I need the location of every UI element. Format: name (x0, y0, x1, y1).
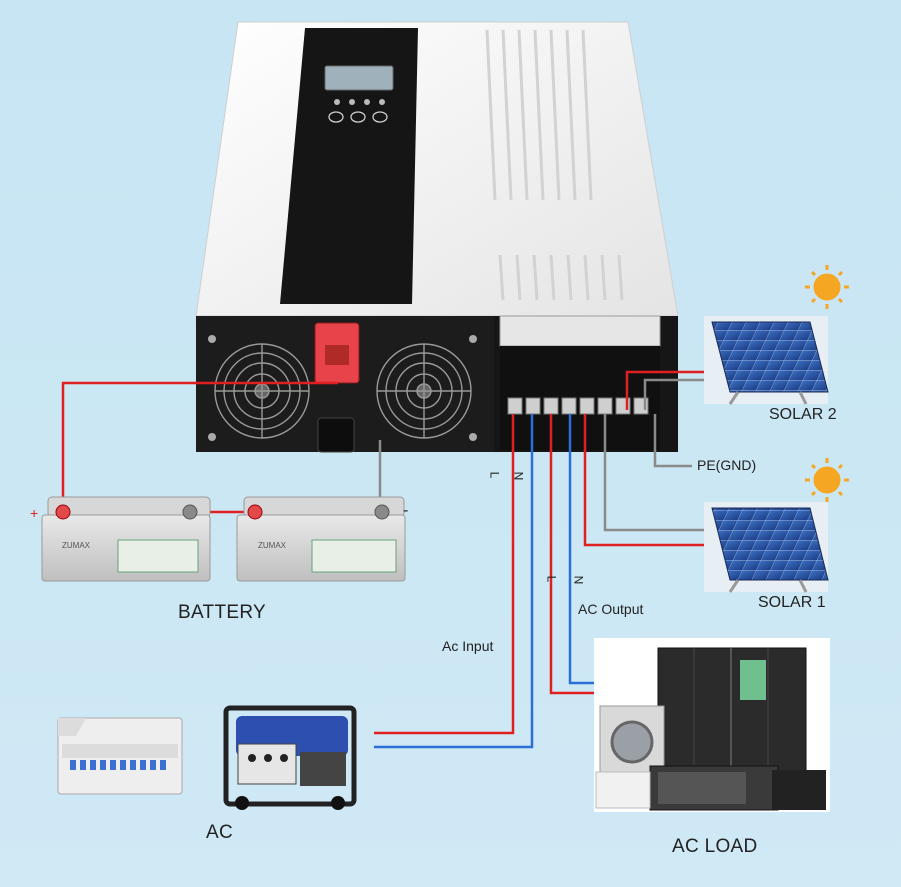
control-buttons (328, 111, 388, 123)
solar2-label: SOLAR 2 (769, 406, 837, 423)
ac-output-N-label: N (571, 575, 586, 585)
solar-panel-1 (704, 502, 829, 593)
battery-minus-label: - (403, 502, 409, 519)
battery-negative-terminal (317, 417, 355, 453)
solar-panel-icon (704, 316, 829, 593)
ac-output-L-label: L (544, 575, 559, 583)
ac-input-N-label: N (511, 471, 526, 481)
battery-right (236, 496, 406, 582)
solar-panel-2 (704, 316, 829, 405)
appliances-icon (594, 638, 830, 812)
wires (61, 370, 720, 749)
ac-label: AC (206, 822, 233, 843)
breaker-box-icon (57, 717, 183, 795)
wire-solar1-positive (583, 414, 720, 547)
battery-label: BATTERY (178, 602, 266, 623)
terminal-block (499, 315, 661, 347)
terminal-screws (507, 397, 649, 415)
ac-input-label: Ac Input (442, 638, 494, 654)
wire-ac-output-N (568, 414, 597, 685)
inverter-display-panel (280, 28, 418, 304)
battery-icon (41, 496, 406, 582)
ac-output-label: AC Output (578, 601, 644, 617)
ac-load-label: AC LOAD (672, 836, 758, 857)
solar1-label: SOLAR 1 (758, 594, 826, 611)
sun-solar-2 (805, 265, 849, 309)
fan-right (376, 343, 472, 439)
lcd-screen (324, 65, 394, 91)
battery-left (41, 496, 211, 582)
wire-solar2-positive (625, 370, 720, 410)
vent-slots (485, 29, 624, 301)
inverter-icon (195, 21, 679, 453)
battery-brand-left: ZUMAX (62, 541, 90, 550)
battery-plus-label: + (30, 505, 39, 521)
generator-icon (223, 705, 357, 810)
wire-ac-output-L (549, 414, 597, 695)
battery-brand-right: ZUMAX (258, 541, 286, 550)
pe-gnd-label: PE(GND) (697, 457, 757, 473)
inverter-top (195, 21, 679, 317)
sun-icon (805, 265, 849, 502)
fan-left (214, 343, 310, 439)
oven (772, 770, 826, 810)
sun-solar-1 (805, 458, 849, 502)
wire-ac-input-L (374, 414, 515, 735)
wire-solar2-negative (643, 378, 720, 410)
wire-ac-input-N (374, 414, 534, 749)
led-indicators (334, 99, 385, 105)
ac-input-L-label: L (487, 471, 502, 479)
wire-battery-positive (61, 381, 338, 510)
air-conditioner (595, 771, 651, 809)
wire-pe-ground (653, 414, 692, 468)
wire-solar1-negative (603, 414, 720, 532)
